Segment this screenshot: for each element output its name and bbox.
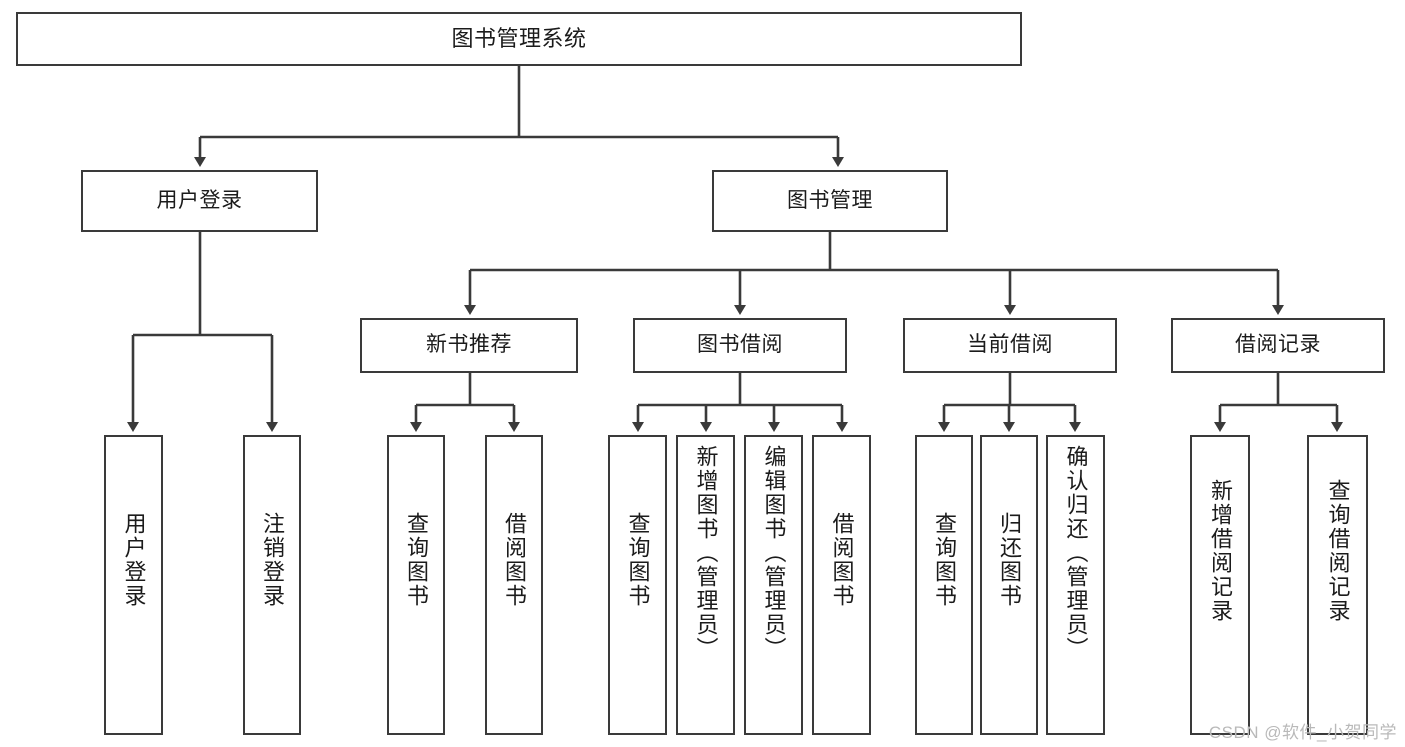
node-book-management[interactable]: 图书管理	[712, 170, 948, 232]
leaf-edit-book-admin[interactable]: 编辑图书（管理员）	[744, 435, 803, 735]
leaf-return-book-label: 归还图书	[996, 512, 1022, 608]
leaf-add-borrow-record[interactable]: 新增借阅记录	[1190, 435, 1250, 735]
leaf-logout[interactable]: 注销登录	[243, 435, 301, 735]
leaf-confirm-return-admin-label: 确认归还（管理员）	[1063, 445, 1089, 661]
node-current-borrow[interactable]: 当前借阅	[903, 318, 1117, 373]
node-new-book-recommend-label: 新书推荐	[426, 333, 512, 357]
node-book-borrow[interactable]: 图书借阅	[633, 318, 847, 373]
node-user-login-label: 用户登录	[156, 188, 243, 212]
leaf-query-borrow-record-label: 查询借阅记录	[1325, 479, 1351, 623]
leaf-user-login-label: 用户登录	[121, 512, 147, 608]
leaf-user-login[interactable]: 用户登录	[104, 435, 163, 735]
node-borrow-record[interactable]: 借阅记录	[1171, 318, 1385, 373]
node-root-label: 图书管理系统	[451, 26, 587, 52]
node-root[interactable]: 图书管理系统	[16, 12, 1022, 66]
leaf-borrow-book-recommend-label: 借阅图书	[501, 512, 527, 608]
node-current-borrow-label: 当前借阅	[967, 333, 1053, 357]
node-book-borrow-label: 图书借阅	[697, 333, 783, 357]
node-new-book-recommend[interactable]: 新书推荐	[360, 318, 578, 373]
leaf-logout-label: 注销登录	[259, 512, 285, 608]
leaf-edit-book-admin-label: 编辑图书（管理员）	[761, 445, 787, 661]
leaf-confirm-return-admin[interactable]: 确认归还（管理员）	[1046, 435, 1105, 735]
leaf-borrow-book[interactable]: 借阅图书	[812, 435, 871, 735]
node-borrow-record-label: 借阅记录	[1235, 333, 1321, 357]
leaf-query-book-recommend-label: 查询图书	[403, 512, 429, 608]
leaf-query-book-recommend[interactable]: 查询图书	[387, 435, 445, 735]
leaf-query-book-current-label: 查询图书	[931, 512, 957, 608]
leaf-add-book-admin-label: 新增图书（管理员）	[693, 445, 719, 661]
leaf-return-book[interactable]: 归还图书	[980, 435, 1038, 735]
node-user-login[interactable]: 用户登录	[81, 170, 318, 232]
watermark: CSDN @软件_小贺同学	[1208, 723, 1397, 742]
leaf-query-borrow-record[interactable]: 查询借阅记录	[1307, 435, 1368, 735]
node-book-management-label: 图书管理	[787, 188, 873, 212]
leaf-query-book-borrow-label: 查询图书	[625, 512, 651, 608]
leaf-borrow-book-label: 借阅图书	[829, 512, 855, 608]
leaf-query-book-current[interactable]: 查询图书	[915, 435, 973, 735]
leaf-borrow-book-recommend[interactable]: 借阅图书	[485, 435, 543, 735]
leaf-add-borrow-record-label: 新增借阅记录	[1207, 479, 1233, 623]
leaf-add-book-admin[interactable]: 新增图书（管理员）	[676, 435, 735, 735]
leaf-query-book-borrow[interactable]: 查询图书	[608, 435, 667, 735]
